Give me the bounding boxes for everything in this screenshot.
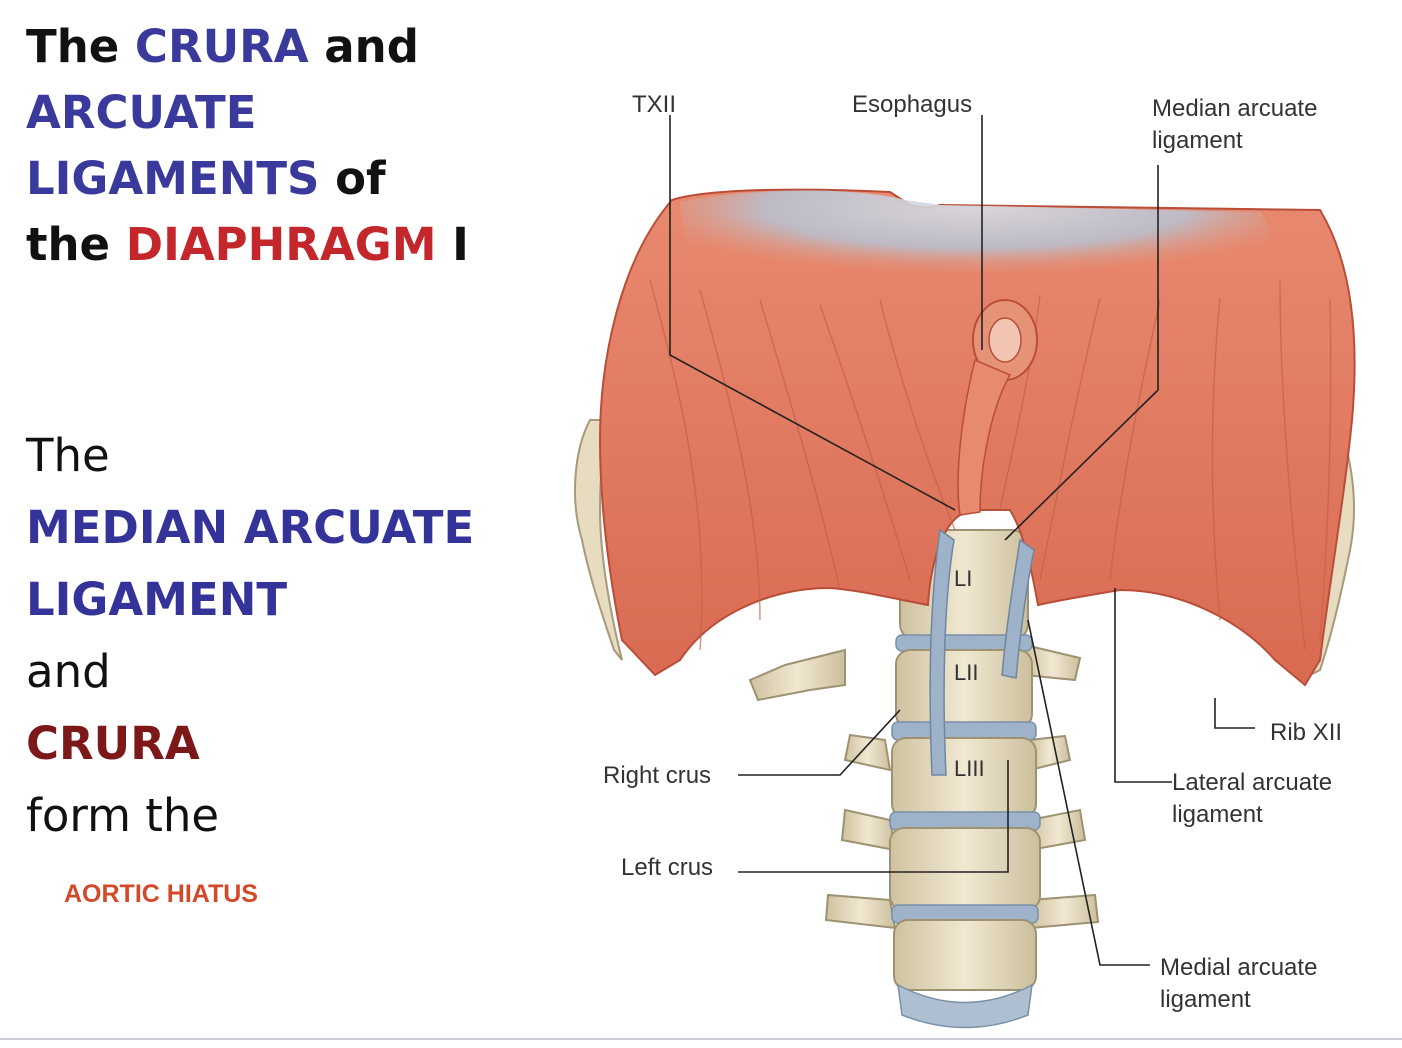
title-text: I	[436, 218, 469, 271]
title-text: of	[319, 152, 386, 205]
label-right-crus: Right crus	[603, 762, 711, 789]
title-text: and	[308, 20, 419, 73]
title-crura: CRURA	[134, 20, 309, 73]
label-medial-arcuate-line2: ligament	[1160, 986, 1251, 1013]
leader-lines	[669, 115, 1255, 966]
body-text: The MEDIAN ARCUATE LIGAMENT and CRURA fo…	[26, 420, 546, 852]
title-line-4: the DIAPHRAGM I	[26, 212, 506, 278]
title-text: The	[26, 20, 135, 73]
left-crus-shape	[1001, 538, 1035, 679]
vertebra-l3: LIII	[954, 756, 985, 781]
bottom-divider	[0, 1038, 1402, 1040]
label-left-crus: Left crus	[621, 854, 713, 881]
central-tendon	[680, 190, 1273, 303]
muscle-fibers	[649, 279, 1332, 651]
title-ligaments: LIGAMENTS	[26, 152, 320, 205]
label-medial-arcuate-line1: Medial arcuate	[1160, 954, 1317, 981]
title-line-3: LIGAMENTS of	[26, 146, 506, 212]
body-the: The	[26, 429, 110, 482]
body-ligament: LIGAMENT	[26, 573, 288, 626]
label-median-arcuate-line2: ligament	[1152, 127, 1243, 154]
diaphragm-svg: TXII Esophagus Median arcuate ligament R…	[574, 91, 1356, 1029]
right-crus-shape	[929, 528, 955, 776]
title-line-2: ARCUATE	[26, 80, 506, 146]
vertebra-l2: LII	[954, 660, 978, 685]
label-lateral-arcuate-line2: ligament	[1172, 801, 1263, 828]
body-and: and	[26, 645, 111, 698]
body-form-the: form the	[26, 789, 220, 842]
body-crura: CRURA	[26, 717, 200, 770]
label-esophagus: Esophagus	[852, 91, 972, 118]
label-lateral-arcuate-line1: Lateral arcuate	[1172, 769, 1332, 796]
esophagus-shape	[957, 299, 1038, 516]
title-arcuate: ARCUATE	[26, 86, 257, 139]
aortic-hiatus-label: AORTIC HIATUS	[64, 880, 258, 908]
body-median-arcuate: MEDIAN ARCUATE	[26, 501, 475, 554]
label-rib-xii: Rib XII	[1270, 719, 1342, 746]
slide-title: The CRURA and ARCUATE LIGAMENTS of the D…	[26, 14, 506, 278]
title-diaphragm: DIAPHRAGM	[125, 218, 437, 271]
title-text: the	[26, 218, 126, 271]
vertebra-l1: LI	[954, 566, 972, 591]
label-txii: TXII	[632, 91, 676, 118]
diaphragm-illustration: TXII Esophagus Median arcuate ligament R…	[560, 60, 1402, 1048]
title-line-1: The CRURA and	[26, 14, 506, 80]
label-median-arcuate-line1: Median arcuate	[1152, 95, 1317, 122]
